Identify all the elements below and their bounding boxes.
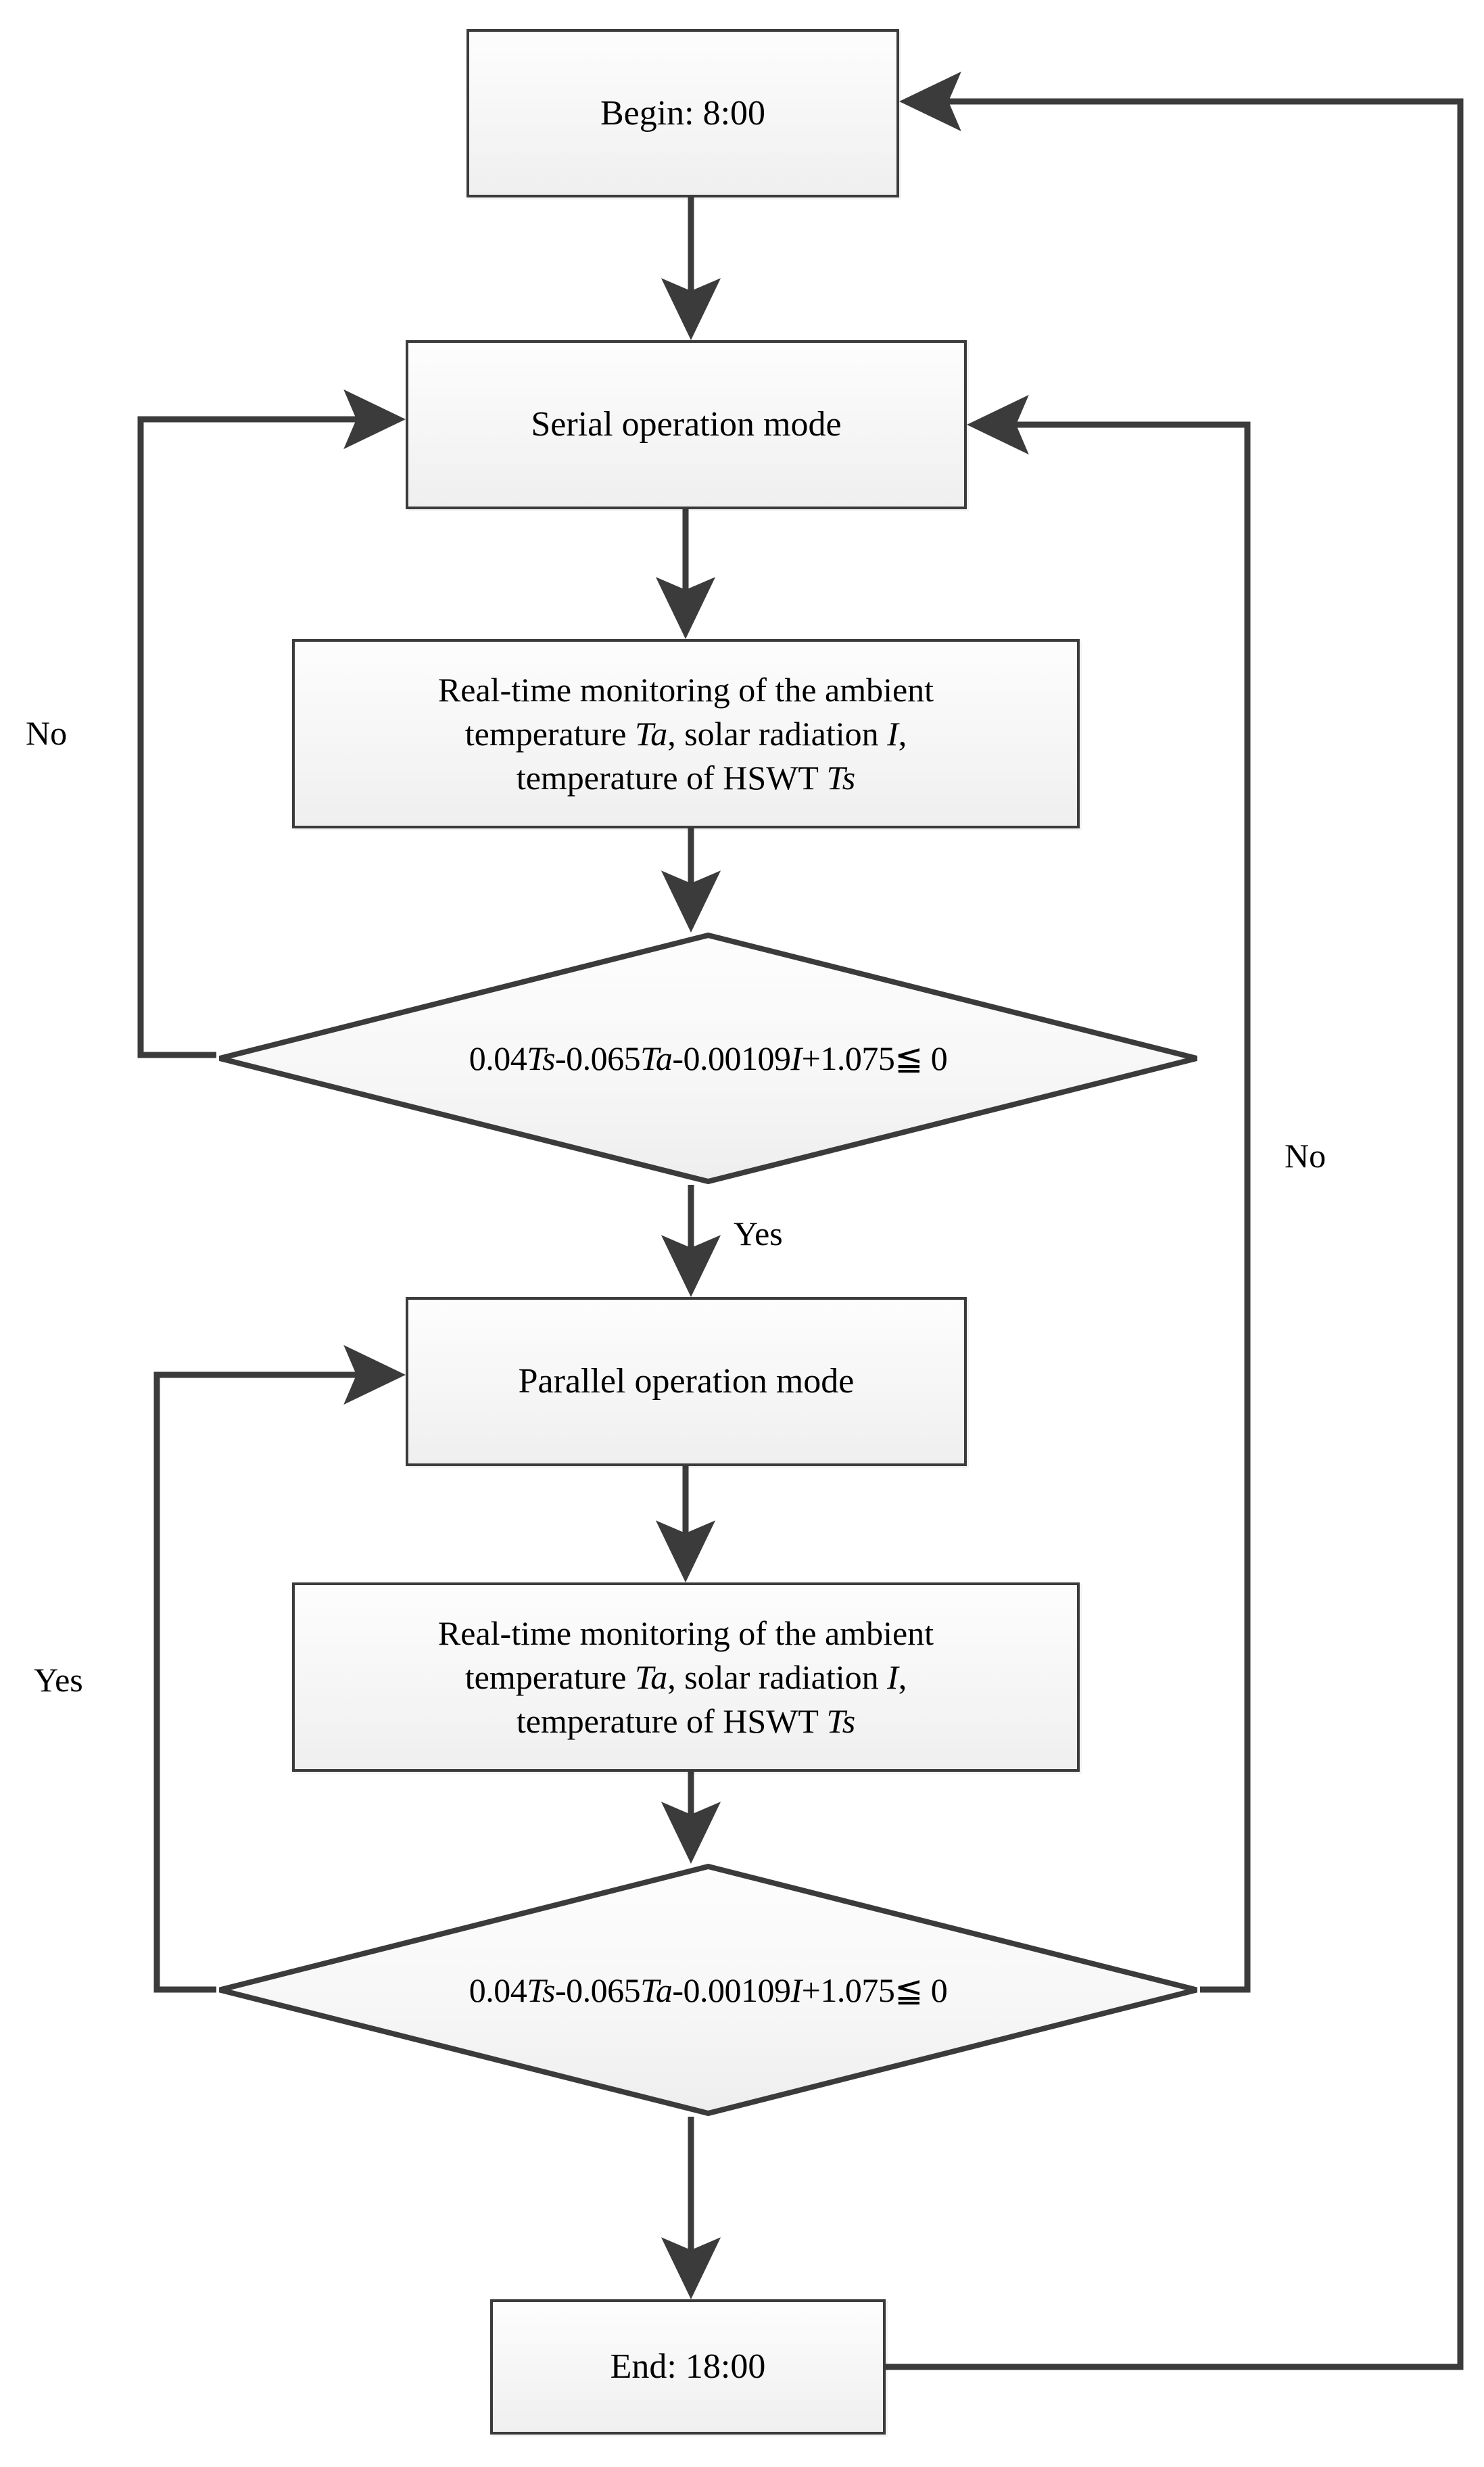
decision-2-shape xyxy=(219,1863,1197,2117)
monitor-2-l2c: , xyxy=(898,1658,907,1696)
edge-label-no-right: No xyxy=(1285,1137,1326,1175)
monitor-2-line-2: temperature Ta, solar radiation I, xyxy=(438,1655,934,1699)
monitor-2-line-3: temperature of HSWT Ts xyxy=(438,1699,934,1743)
node-parallel-operation-mode-label: Parallel operation mode xyxy=(518,1362,855,1401)
d2-a: 0.04 xyxy=(469,1971,527,2009)
d1-b: -0.065 xyxy=(554,1039,641,1077)
edge-label-yes-left: Yes xyxy=(34,1661,83,1699)
d2-c: -0.00109 xyxy=(672,1971,791,2009)
d1-c: -0.00109 xyxy=(672,1039,791,1077)
node-monitor-1-text: Real-time monitoring of the ambient temp… xyxy=(429,668,943,800)
edge-decision2-yes-to-parallel xyxy=(153,1344,406,1993)
monitor-1-line-1: Real-time monitoring of the ambient xyxy=(437,670,934,709)
node-monitor-2-text: Real-time monitoring of the ambient temp… xyxy=(429,1612,943,1743)
edge-decision1-no-to-serial xyxy=(137,389,406,1058)
monitor-2-l2b: , solar radiation xyxy=(667,1658,888,1696)
monitor-2-var-ts: Ts xyxy=(826,1701,856,1740)
monitor-1-l2b: , solar radiation xyxy=(667,714,888,753)
monitor-2-l2a: temperature xyxy=(464,1658,635,1696)
node-begin[interactable]: Begin: 8:00 xyxy=(466,29,899,197)
node-monitor-2[interactable]: Real-time monitoring of the ambient temp… xyxy=(292,1582,1080,1772)
monitor-1-l2c: , xyxy=(898,714,907,753)
d1-var-ts: Ts xyxy=(527,1039,555,1077)
node-end[interactable]: End: 18:00 xyxy=(490,2299,886,2435)
node-monitor-1[interactable]: Real-time monitoring of the ambient temp… xyxy=(292,639,1080,828)
node-parallel-operation-mode[interactable]: Parallel operation mode xyxy=(406,1297,967,1466)
monitor-2-line-1: Real-time monitoring of the ambient xyxy=(437,1614,934,1652)
monitor-2-l3a: temperature of HSWT xyxy=(516,1701,827,1740)
d1-d: +1.075≦ 0 xyxy=(801,1039,948,1077)
monitor-1-var-i: I xyxy=(887,714,899,753)
monitor-2-var-ta: Ta xyxy=(634,1658,668,1696)
node-serial-operation-mode[interactable]: Serial operation mode xyxy=(406,340,967,509)
edge-end-to-begin xyxy=(886,71,1464,2370)
edge-label-no-left: No xyxy=(26,714,68,752)
node-serial-operation-mode-label: Serial operation mode xyxy=(531,405,842,444)
d2-b: -0.065 xyxy=(554,1971,641,2009)
node-end-label: End: 18:00 xyxy=(610,2347,766,2387)
edge-label-yes-center: Yes xyxy=(734,1215,783,1252)
monitor-1-line-3: temperature of HSWT Ts xyxy=(438,756,934,800)
monitor-2-var-i: I xyxy=(887,1658,899,1696)
d2-d: +1.075≦ 0 xyxy=(801,1971,948,2009)
monitor-1-l3a: temperature of HSWT xyxy=(516,758,827,797)
d2-var-ts: Ts xyxy=(527,1971,555,2009)
d1-var-ta: Ta xyxy=(640,1039,673,1077)
d1-a: 0.04 xyxy=(469,1039,527,1077)
monitor-1-var-ts: Ts xyxy=(826,758,856,797)
monitor-1-l2a: temperature xyxy=(464,714,635,753)
d2-var-i: I xyxy=(790,1971,802,2009)
edge-decision2-no-to-serial xyxy=(966,394,1251,1993)
monitor-1-line-2: temperature Ta, solar radiation I, xyxy=(438,712,934,756)
d2-var-ta: Ta xyxy=(640,1971,673,2009)
decision-1-shape xyxy=(219,932,1197,1185)
node-begin-label: Begin: 8:00 xyxy=(600,93,766,133)
d1-var-i: I xyxy=(790,1039,802,1077)
monitor-1-var-ta: Ta xyxy=(634,714,668,753)
